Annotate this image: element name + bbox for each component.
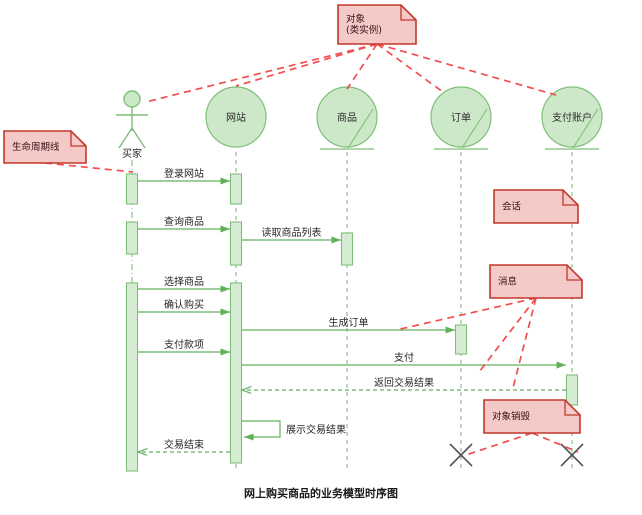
activation-bar-website: [229, 221, 243, 266]
activation-bar-website: [229, 282, 243, 464]
destroy-x-icon: [449, 443, 473, 467]
message-label-m11: 交易结束: [164, 438, 204, 451]
annotation-leader-ann6: [44, 162, 134, 173]
destroy-mark-account: [560, 443, 584, 467]
note-n2: 对象(类实例): [337, 4, 417, 45]
activations-group: [125, 173, 579, 472]
note-n5: 对象销毁: [483, 399, 581, 434]
entity-icon: [430, 86, 492, 148]
participant-label-buyer: 买家: [122, 147, 142, 160]
message-m8: 支付: [242, 351, 566, 369]
note-label-n2: (类实例): [346, 24, 382, 36]
note-body: [493, 189, 579, 224]
note-n1: 生命周期线: [3, 130, 87, 164]
lifelines-group: 买家 网站 商品 订单 支付账户: [116, 86, 603, 472]
message-label-m10: 展示交易结果: [286, 423, 346, 436]
message-m7: 支付款项: [138, 338, 230, 356]
note-label-n3: 会话: [502, 201, 522, 213]
participant-label-account: 支付账户: [552, 111, 592, 124]
activation-bar-buyer: [125, 282, 139, 472]
message-m2: 查询商品: [138, 215, 230, 233]
note-label-n4: 消息: [498, 276, 517, 288]
note-n3: 会话: [493, 189, 579, 224]
entity-diagonal-icon: [461, 108, 488, 149]
note-body: [483, 399, 581, 434]
note-fold-icon: [562, 190, 578, 206]
annotation-leader-ann1: [145, 43, 378, 103]
message-m9: 返回交易结果: [242, 376, 566, 390]
participant-label-order: 订单: [451, 112, 471, 124]
activation-bar-account: [565, 374, 579, 406]
annotation-leader-ann11: [531, 432, 579, 453]
activation-bar-order: [454, 324, 468, 355]
message-m11: 交易结束: [138, 438, 230, 452]
entity-diagonal-icon: [347, 108, 374, 149]
message-m4: 选择商品: [138, 275, 230, 293]
note-fold-icon: [564, 400, 580, 416]
message-m5: 确认购买: [138, 298, 230, 316]
note-label-n1: 生命周期线: [12, 141, 60, 153]
entity-icon: [316, 86, 378, 148]
note-label-n5: 对象销毁: [492, 411, 531, 423]
annotation-leader-ann8: [478, 297, 537, 373]
activation-bar-buyer: [125, 221, 139, 255]
message-label-m1: 登录网站: [164, 167, 204, 180]
message-label-m5: 确认购买: [164, 298, 204, 311]
message-m6: 生成订单: [242, 316, 455, 334]
participant-label-website: 网站: [226, 111, 246, 124]
participant-label-product: 商品: [337, 111, 357, 124]
entity-icon: [541, 86, 603, 148]
activation-bar-product: [340, 232, 354, 266]
note-fold-icon: [400, 5, 416, 21]
message-m3: 读取商品列表: [242, 226, 341, 244]
message-label-m2: 查询商品: [164, 215, 204, 228]
note-fold-icon: [566, 265, 582, 281]
annotation-lines-group: [44, 43, 579, 456]
message-m1: 登录网站: [138, 167, 230, 185]
actor-head-icon: [123, 90, 141, 108]
actor-icon: [116, 90, 148, 149]
annotation-leader-ann10: [465, 432, 533, 456]
annotation-leader-ann4: [376, 43, 444, 93]
destroy-marks-group: [449, 443, 584, 467]
note-body: [3, 130, 87, 164]
actor-leg-left-icon: [118, 127, 133, 149]
message-m10: 展示交易结果: [242, 420, 346, 441]
diagram-caption: 网上购买商品的业务模型时序图: [244, 486, 398, 500]
message-label-m4: 选择商品: [164, 275, 204, 288]
note-fold-icon: [70, 131, 86, 147]
annotation-leader-ann2: [235, 43, 378, 87]
destroy-mark-order: [449, 443, 473, 467]
activation-bar-buyer: [125, 173, 139, 205]
message-label-m8: 支付: [394, 351, 414, 364]
lifeline-product: 商品: [316, 86, 378, 472]
note-n4: 消息: [489, 264, 583, 299]
note-body: [489, 264, 583, 299]
message-label-m6: 生成订单: [329, 316, 369, 329]
boundary-circle-icon: [205, 86, 267, 148]
note-body: [337, 4, 417, 45]
note-label-n2: 对象: [346, 13, 366, 25]
annotation-leader-ann9: [512, 297, 537, 389]
message-label-m7: 支付款项: [164, 338, 204, 351]
message-arrow-m10: [242, 420, 281, 441]
message-label-m9: 返回交易结果: [374, 376, 434, 389]
actor-leg-right-icon: [131, 127, 146, 149]
activation-bar-website: [229, 173, 243, 205]
entity-diagonal-icon: [572, 108, 599, 149]
destroy-x-icon: [560, 443, 584, 467]
lifeline-order: 订单: [430, 86, 492, 472]
message-label-m3: 读取商品列表: [262, 226, 322, 239]
messages-group: 登录网站查询商品读取商品列表选择商品确认购买生成订单支付款项支付返回交易结果展示…: [138, 167, 566, 452]
annotation-leader-ann3: [346, 43, 378, 90]
